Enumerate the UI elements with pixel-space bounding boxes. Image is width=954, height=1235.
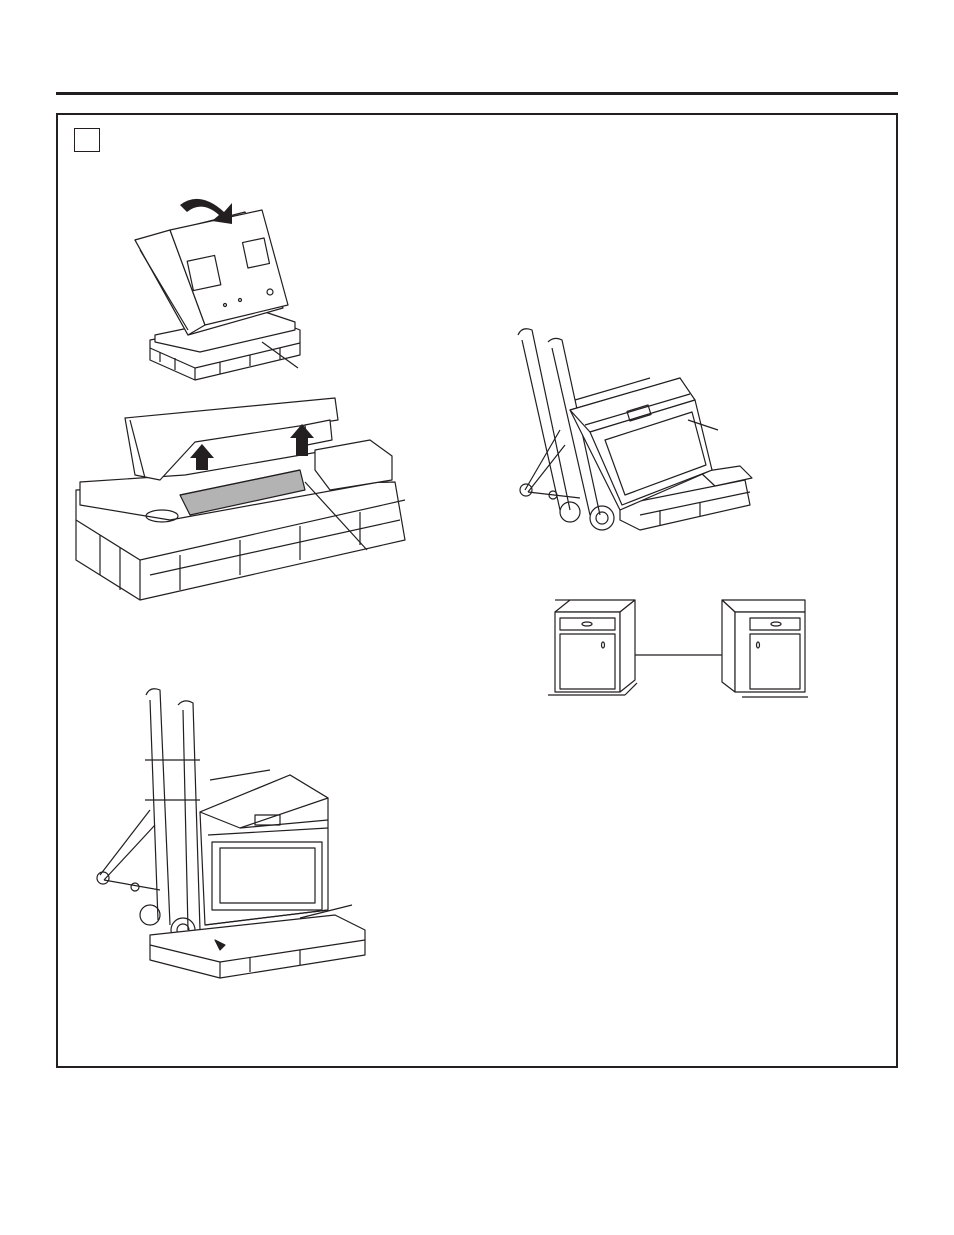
header-rule [56, 92, 898, 95]
instruction-frame [56, 113, 898, 1068]
arrow-up-icon [190, 424, 314, 470]
step-number-box [74, 128, 100, 152]
arrow-curved-icon [180, 198, 232, 224]
